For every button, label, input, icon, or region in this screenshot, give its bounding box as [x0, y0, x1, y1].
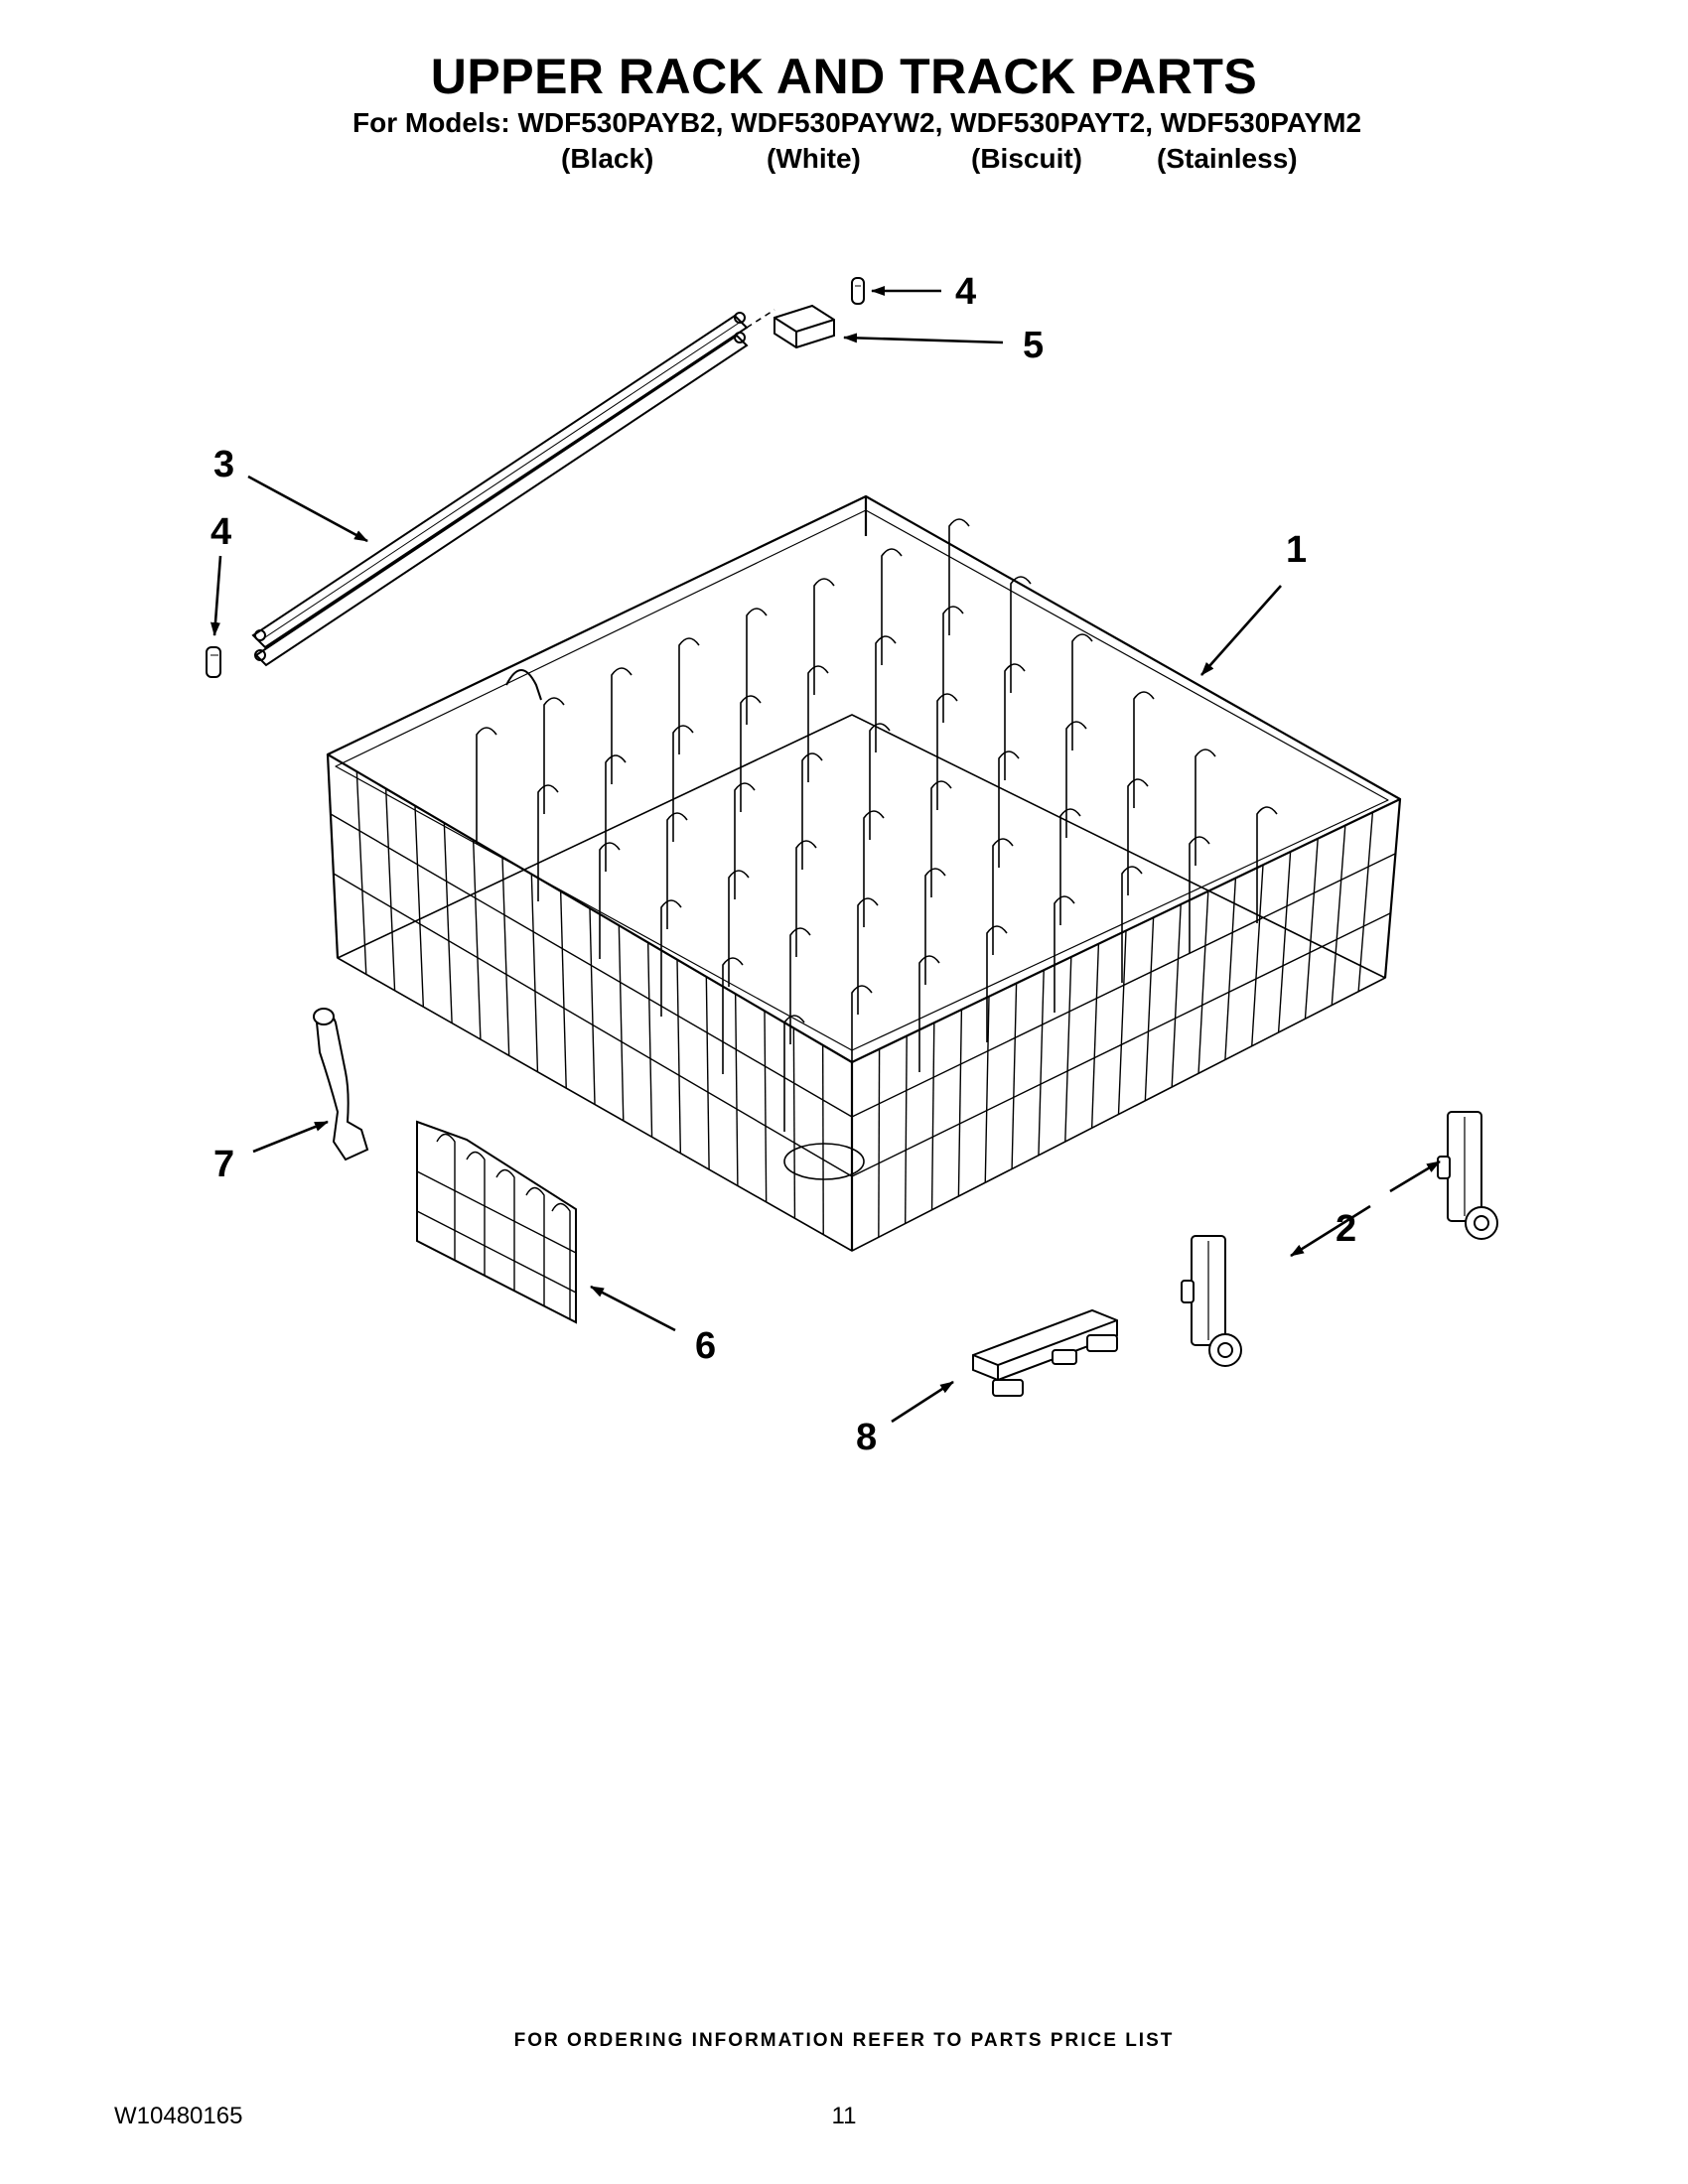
- callout-7: 7: [213, 1144, 234, 1185]
- track-stop-right: [851, 277, 865, 305]
- color-white: (White): [767, 143, 861, 174]
- page-number: 11: [831, 2103, 857, 2129]
- callout-5: 5: [1023, 325, 1044, 366]
- cup-shelf: [416, 1120, 577, 1324]
- upper-rack: [326, 494, 1402, 1252]
- color-biscuit: (Biscuit): [971, 143, 1082, 174]
- callout-1: 1: [1286, 529, 1307, 571]
- rack-positioner-right: [1437, 1111, 1498, 1240]
- page-title: UPPER RACK AND TRACK PARTS: [430, 49, 1258, 104]
- callout-6: 6: [695, 1325, 716, 1367]
- rack-adjuster-clip: [313, 1008, 369, 1161]
- rack-stop: [972, 1308, 1118, 1397]
- color-black: (Black): [561, 143, 654, 174]
- callout-4-left: 4: [211, 511, 231, 553]
- callout-4-right: 4: [955, 271, 976, 313]
- ordering-note: FOR ORDERING INFORMATION REFER TO PARTS …: [513, 2030, 1175, 2051]
- document-number: W10480165: [114, 2103, 243, 2129]
- rack-positioner-left: [1181, 1235, 1242, 1367]
- track-stop-left: [206, 646, 221, 678]
- track-rail: [251, 309, 775, 667]
- leader-lines: [210, 286, 1441, 1424]
- callout-8: 8: [856, 1417, 877, 1458]
- callout-3: 3: [213, 444, 234, 485]
- color-stainless: (Stainless): [1157, 143, 1298, 174]
- models-line: For Models: WDF530PAYB2, WDF530PAYW2, WD…: [352, 107, 1362, 138]
- callout-2: 2: [1336, 1208, 1356, 1250]
- track-end-cap: [774, 304, 835, 349]
